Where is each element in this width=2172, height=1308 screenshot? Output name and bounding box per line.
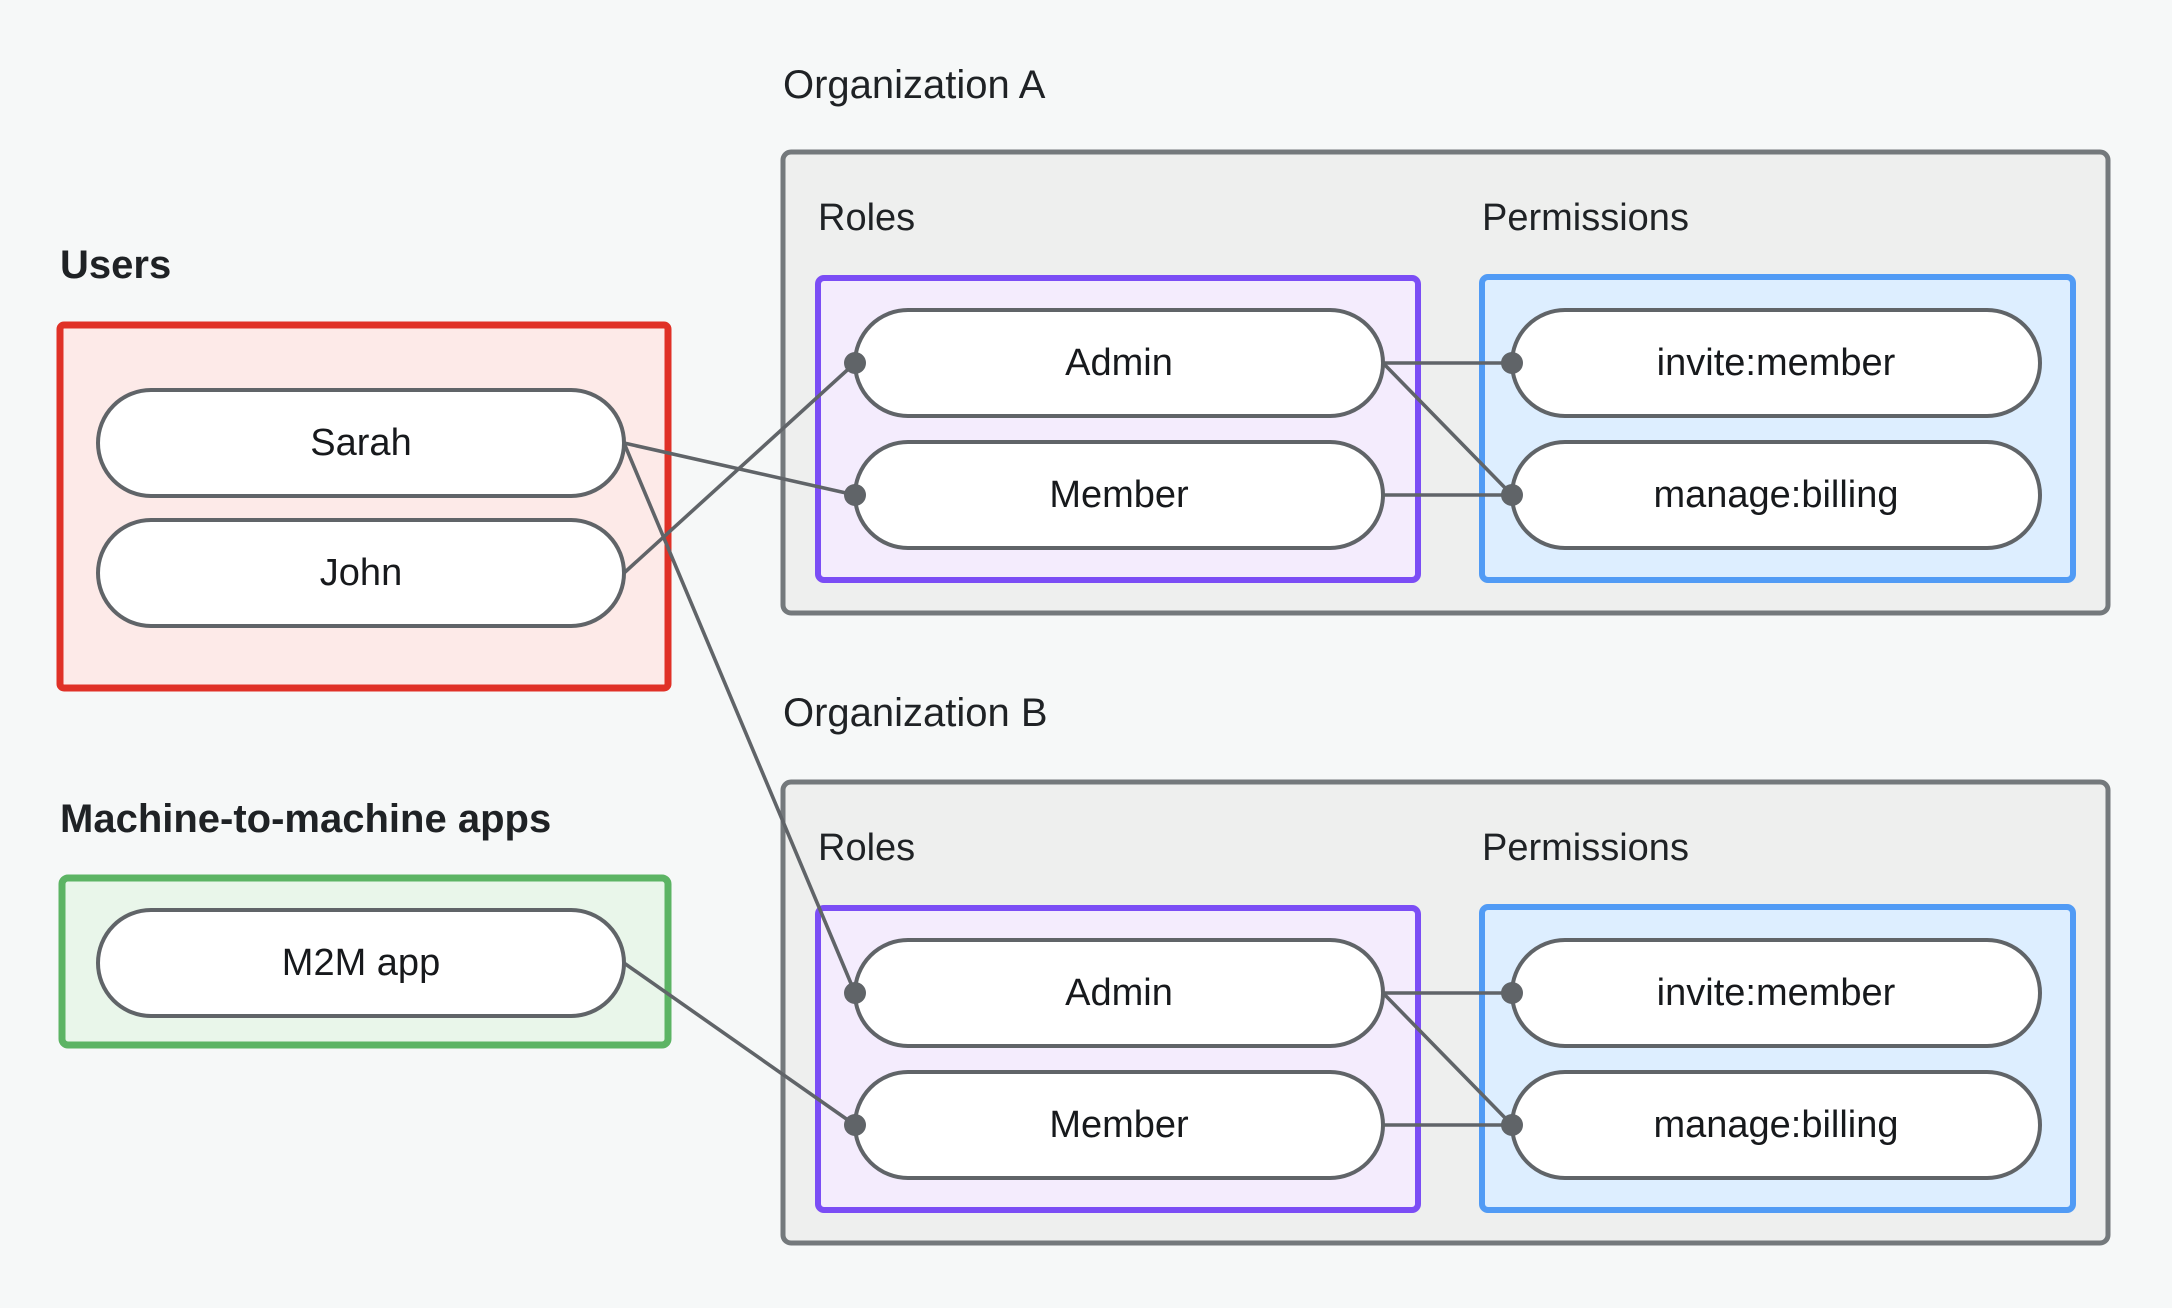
node-org-b-admin-label: Admin	[1065, 972, 1173, 1014]
node-org-a-admin[interactable]: Admin	[853, 308, 1385, 418]
node-org-a-invite-member-label: invite:member	[1657, 342, 1896, 384]
node-org-b-member[interactable]: Member	[853, 1070, 1385, 1180]
edge-dot-org-a-invite-in	[1501, 352, 1523, 374]
org-b-permissions-title: Permissions	[1482, 827, 1689, 869]
node-m2m-app-shape[interactable]	[96, 908, 626, 1018]
node-org-b-admin[interactable]: Admin	[853, 938, 1385, 1048]
users-box	[56, 321, 672, 692]
edge-endpoint-layer	[844, 352, 1523, 1136]
edge-dot-org-b-billing-in	[1501, 1114, 1523, 1136]
node-m2m-app[interactable]: M2M app	[96, 908, 626, 1018]
edge-org-a-admin-to-billing	[1381, 361, 1514, 497]
org-a-title: Organization A	[783, 63, 1046, 107]
node-org-b-invite-member-label: invite:member	[1657, 972, 1896, 1014]
node-org-b-manage-billing[interactable]: manage:billing	[1510, 1070, 2042, 1180]
node-org-a-admin-label: Admin	[1065, 342, 1173, 384]
node-org-a-manage-billing[interactable]: manage:billing	[1510, 440, 2042, 550]
edge-dot-org-b-admin-in	[844, 982, 866, 1004]
edge-sarah-to-org-b-admin	[622, 442, 857, 994]
edge-m2m-to-org-b-member	[622, 961, 857, 1127]
edge-sarah-to-org-a-member	[623, 441, 856, 497]
node-m2m-app-label: M2M app	[282, 942, 440, 984]
node-john-shape[interactable]	[96, 518, 626, 628]
node-org-a-invite-member[interactable]: invite:member	[1510, 308, 2042, 418]
edge-layer	[622, 361, 1514, 1127]
org-a-roles-title: Roles	[818, 197, 915, 239]
node-sarah-label: Sarah	[310, 422, 411, 464]
node-org-a-member[interactable]: Member	[853, 440, 1385, 550]
node-org-b-manage-billing-label: manage:billing	[1653, 1104, 1898, 1146]
edge-dot-org-b-invite-in	[1501, 982, 1523, 1004]
edge-dot-org-a-member-in	[844, 484, 866, 506]
node-org-b-member-label: Member	[1049, 1104, 1189, 1146]
m2m-title: Machine-to-machine apps	[60, 797, 551, 841]
edge-dot-org-a-admin-in	[844, 352, 866, 374]
node-org-a-manage-billing-label: manage:billing	[1653, 474, 1898, 516]
org-b-title: Organization B	[783, 691, 1048, 735]
edge-dot-org-b-member-in	[844, 1114, 866, 1136]
users-title: Users	[60, 243, 171, 287]
org-a-permissions-title: Permissions	[1482, 197, 1689, 239]
edge-dot-org-a-billing-in	[1501, 484, 1523, 506]
node-john[interactable]: John	[96, 518, 626, 628]
node-org-b-invite-member[interactable]: invite:member	[1510, 938, 2042, 1048]
org-b-roles-title: Roles	[818, 827, 915, 869]
edge-org-b-admin-to-billing	[1381, 991, 1514, 1127]
node-sarah[interactable]: Sarah	[96, 388, 626, 498]
node-john-label: John	[320, 552, 402, 594]
node-org-a-member-label: Member	[1049, 474, 1189, 516]
node-sarah-shape[interactable]	[96, 388, 626, 498]
